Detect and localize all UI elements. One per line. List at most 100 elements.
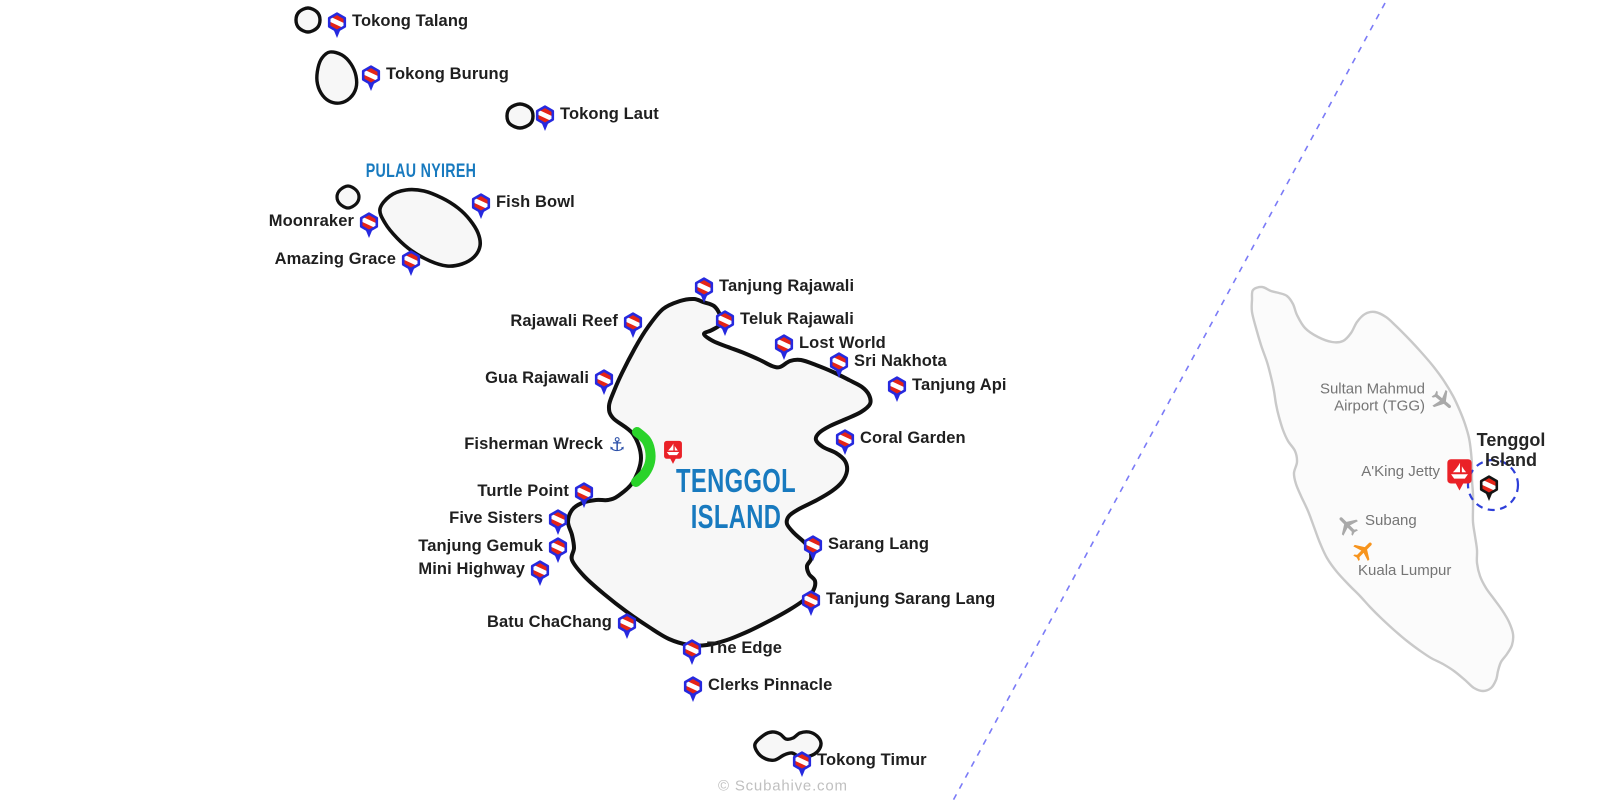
- site-five-sisters[interactable]: Five Sisters: [449, 509, 569, 536]
- site-label: Rajawali Reef: [510, 312, 618, 331]
- site-clerks-pinnacle[interactable]: Clerks Pinnacle: [682, 676, 832, 703]
- site-tanjung-rajawali[interactable]: Tanjung Rajawali: [693, 277, 854, 304]
- poi-tenggol-jetty[interactable]: [663, 440, 683, 465]
- dive-flag-pin-icon: [529, 560, 551, 586]
- beach-strip: [631, 427, 656, 487]
- dive-flag-pin-icon: [1478, 475, 1500, 501]
- island-title: TENGGOL ISLAND: [675, 462, 797, 535]
- sultan-mahmud-plane: [1424, 383, 1461, 420]
- site-label: Sarang Lang: [828, 535, 930, 554]
- site-label: Coral Garden: [860, 429, 966, 448]
- dive-flag-pin-icon: [573, 482, 595, 508]
- site-label: Moonraker: [268, 212, 354, 231]
- aking-jetty-label: A'King Jetty: [1361, 462, 1440, 480]
- dive-flag-pin-icon: [622, 312, 644, 338]
- site-label: Sri Nakhota: [854, 352, 947, 371]
- dive-flag-pin-icon: [534, 105, 556, 131]
- site-fish-bowl[interactable]: Fish Bowl: [470, 193, 575, 220]
- site-coral-garden[interactable]: Coral Garden: [834, 429, 966, 456]
- dive-flag-pin-icon: [360, 65, 382, 91]
- dive-flag-pin-icon: [800, 590, 822, 616]
- subang-label: Subang: [1365, 511, 1417, 529]
- site-label: Teluk Rajawali: [740, 310, 854, 329]
- subang-plane: [1330, 507, 1367, 544]
- dive-flag-pin-icon: [681, 639, 703, 665]
- site-label: Batu ChaChang: [486, 613, 612, 632]
- sultan-mahmud-airport-label: Sultan Mahmud Airport (TGG): [1319, 380, 1425, 414]
- site-label: Tanjung Sarang Lang: [826, 590, 996, 609]
- site-sri-nakhota[interactable]: Sri Nakhota: [828, 352, 947, 379]
- site-label: Tanjung Rajawali: [719, 277, 855, 296]
- site-tokong-laut[interactable]: Tokong Laut: [534, 105, 659, 132]
- tenggol-island-inset-label: Tenggol Island: [1476, 430, 1546, 470]
- site-label: Turtle Point: [477, 482, 569, 501]
- site-label: Tokong Talang: [352, 12, 469, 31]
- tenggol-highlight-circle: [1466, 458, 1520, 512]
- site-fisherman-wreck[interactable]: ⚓Fisherman Wreck: [464, 433, 627, 457]
- dive-flag-pin-icon: [358, 212, 380, 238]
- tokong-laut-outline: [505, 102, 535, 130]
- site-teluk-rajawali[interactable]: Teluk Rajawali: [714, 310, 854, 337]
- site-rajawali-reef[interactable]: Rajawali Reef: [510, 312, 644, 339]
- site-tokong-burung[interactable]: Tokong Burung: [360, 65, 509, 92]
- site-turtle-point[interactable]: Turtle Point: [477, 482, 595, 509]
- dive-flag-pin-icon: [682, 676, 704, 702]
- site-label: Fish Bowl: [496, 193, 575, 212]
- dive-flag-pin-icon: [693, 277, 715, 303]
- site-tanjung-gemuk[interactable]: Tanjung Gemuk: [418, 537, 569, 564]
- dive-flag-pin-icon: [773, 334, 795, 360]
- dive-flag-pin-icon: [547, 509, 569, 535]
- site-tokong-timur[interactable]: Tokong Timur: [791, 751, 927, 778]
- jetty-boat-pin-icon: [1447, 459, 1472, 491]
- site-tanjung-api[interactable]: Tanjung Api: [886, 376, 1006, 403]
- airplane-icon: [1353, 542, 1372, 561]
- dive-flag-pin-icon: [593, 369, 615, 395]
- dive-flag-pin-icon: [547, 537, 569, 563]
- anchor-icon: ⚓: [608, 434, 626, 456]
- site-moonraker[interactable]: Moonraker: [269, 212, 380, 239]
- tokong-talang-outline: [294, 6, 322, 34]
- site-lost-world[interactable]: Lost World: [773, 334, 886, 361]
- poi-aking-jetty[interactable]: [1446, 458, 1473, 492]
- airplane-icon: [1431, 389, 1452, 409]
- jetty-boat-pin-icon: [664, 440, 682, 464]
- peninsular-malaysia-outline: [1250, 285, 1515, 693]
- map-boundary-dashed-line: [952, 0, 1388, 800]
- site-label: Tokong Timur: [817, 751, 927, 770]
- airplane-icon: [1339, 517, 1358, 536]
- dive-flag-pin-icon: [802, 535, 824, 561]
- site-label: Five Sisters: [449, 509, 543, 528]
- site-sarang-lang[interactable]: Sarang Lang: [802, 535, 929, 562]
- site-label: Clerks Pinnacle: [708, 676, 833, 695]
- site-the-edge[interactable]: The Edge: [681, 639, 782, 666]
- site-label: The Edge: [707, 639, 783, 658]
- dive-flag-pin-icon: [400, 250, 422, 276]
- dive-flag-pin-icon: [791, 751, 813, 777]
- site-label: Lost World: [799, 334, 886, 353]
- dive-flag-pin-icon: [714, 310, 736, 336]
- pulau-nyireh-outline: [378, 187, 483, 268]
- tokong-burung-outline: [315, 50, 359, 105]
- site-gua-rajawali[interactable]: Gua Rajawali: [485, 369, 615, 396]
- tenggol-island-outline: [566, 296, 873, 648]
- copyright-watermark: © Scubahive.com: [718, 777, 848, 795]
- site-mini-highway[interactable]: Mini Highway: [418, 560, 551, 587]
- kuala-lumpur-label: Kuala Lumpur: [1358, 561, 1452, 579]
- poi-tenggol-island-inset-marker[interactable]: [1478, 475, 1500, 502]
- site-label: Tanjung Gemuk: [418, 537, 543, 556]
- dive-flag-pin-icon: [616, 613, 638, 639]
- dive-flag-pin-icon: [828, 352, 850, 378]
- site-tanjung-sarang-lang[interactable]: Tanjung Sarang Lang: [800, 590, 995, 617]
- site-label: Mini Highway: [418, 560, 525, 579]
- site-amazing-grace[interactable]: Amazing Grace: [275, 250, 422, 277]
- dive-flag-pin-icon: [326, 12, 348, 38]
- site-label: Tanjung Api: [912, 376, 1007, 395]
- site-tokong-talang[interactable]: Tokong Talang: [326, 12, 468, 39]
- dive-flag-pin-icon: [470, 193, 492, 219]
- site-label: Amazing Grace: [274, 250, 396, 269]
- kuala-lumpur-plane: [1346, 533, 1383, 570]
- site-batu-chachang[interactable]: Batu ChaChang: [487, 613, 638, 640]
